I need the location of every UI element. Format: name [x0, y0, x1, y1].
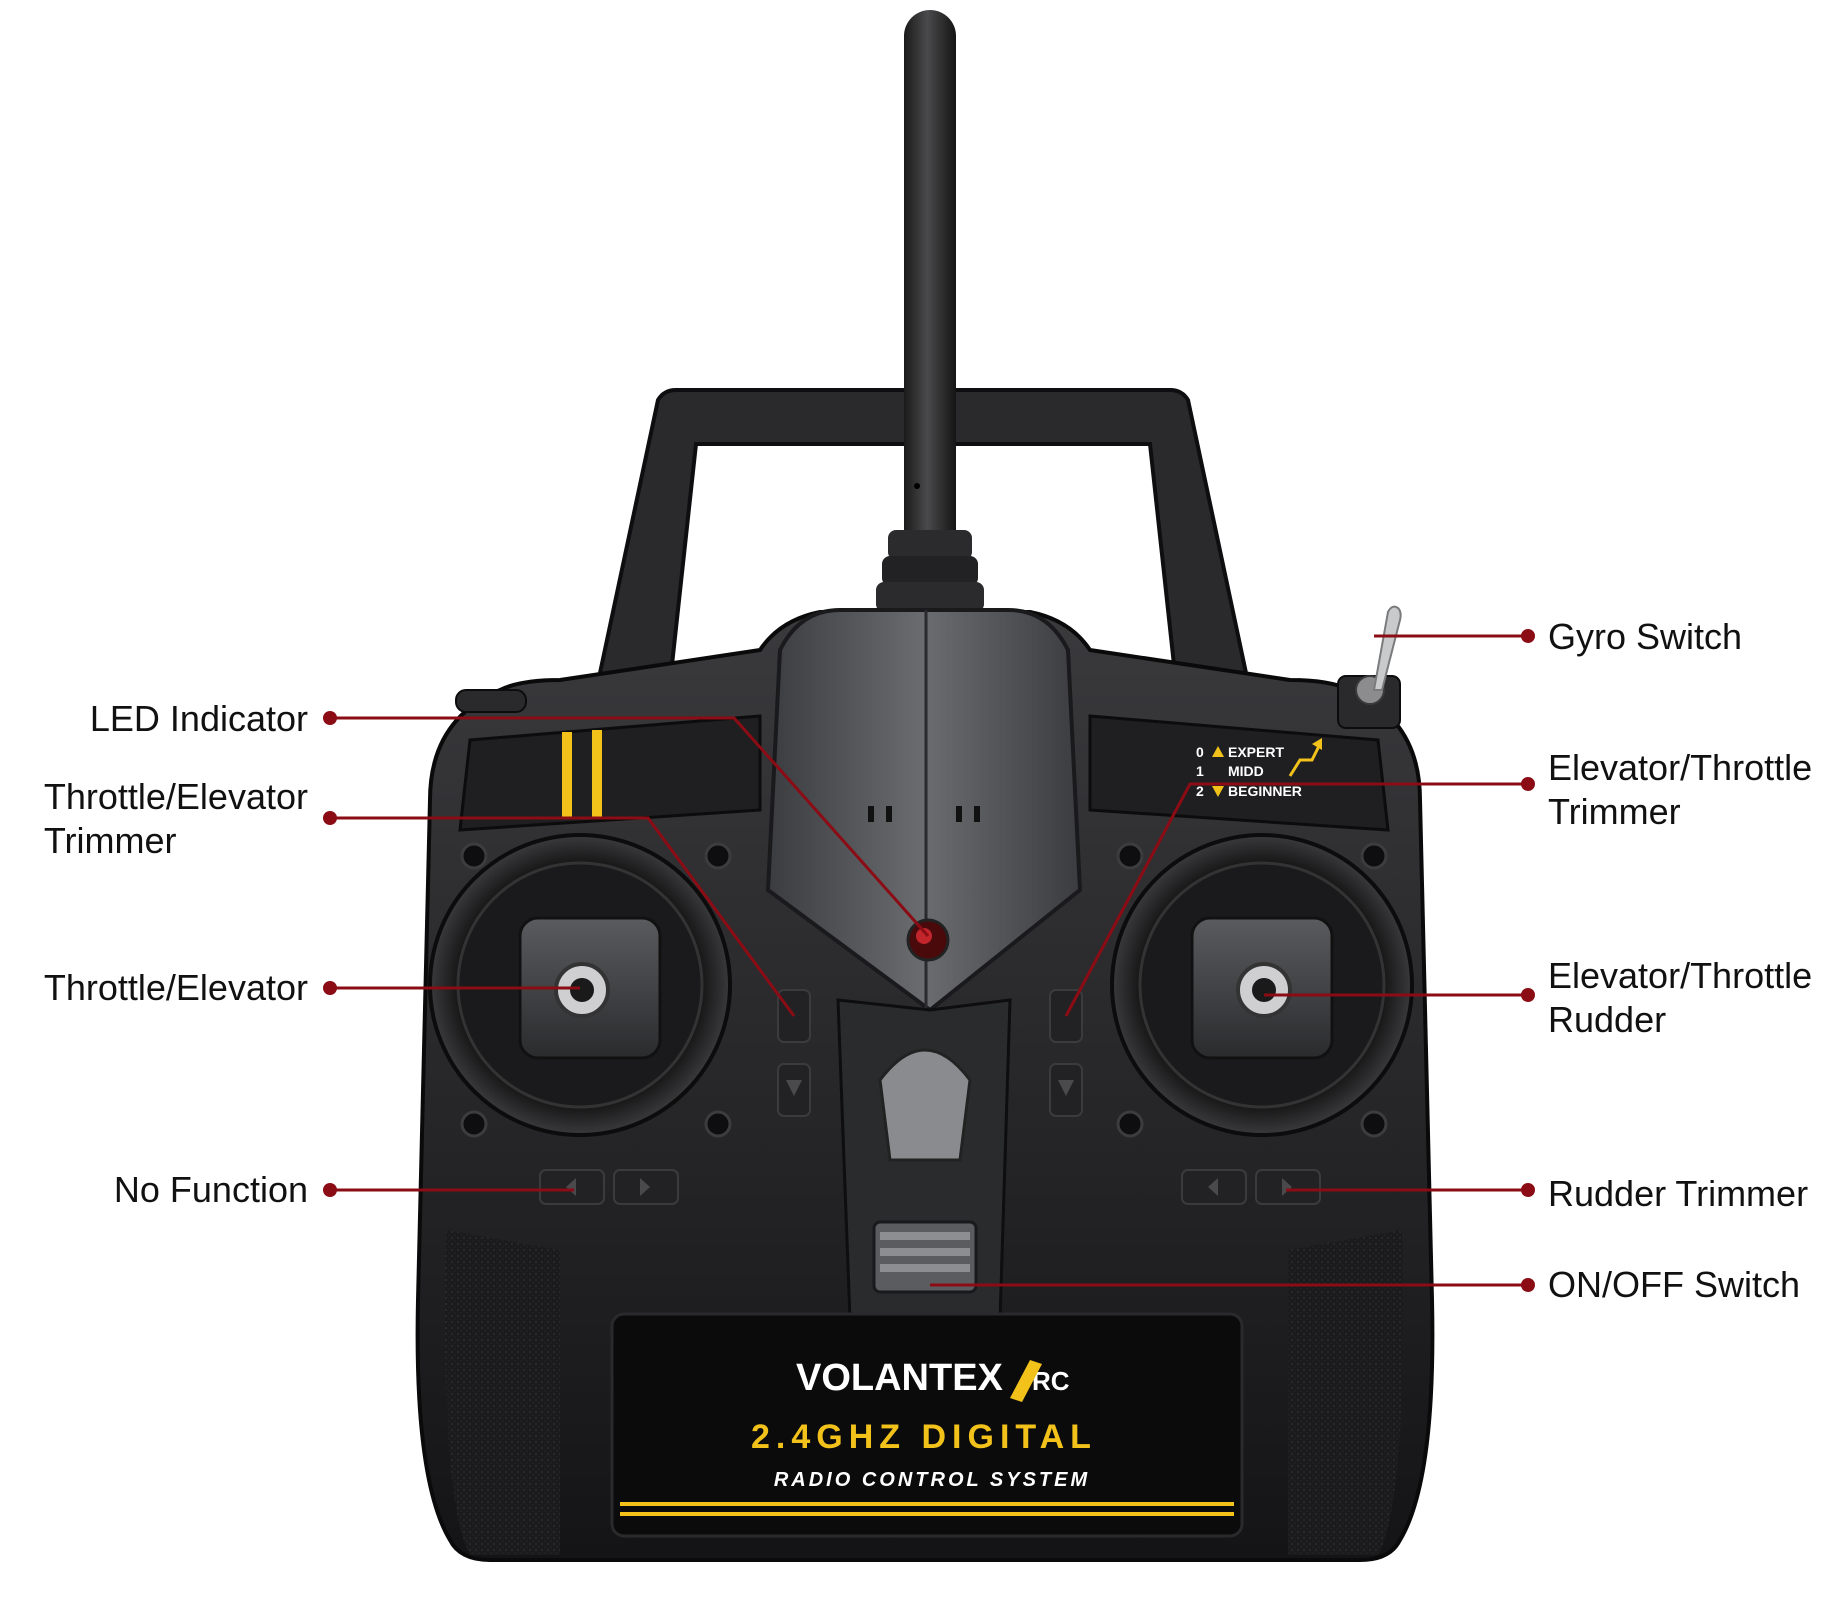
callout-rudder-trimmer: Rudder Trimmer: [1548, 1173, 1809, 1214]
right-stick-gimbal[interactable]: [1110, 833, 1414, 1137]
center-console: [765, 608, 1083, 1013]
svg-text:MIDD: MIDD: [1228, 763, 1264, 779]
gyro-toggle-switch[interactable]: [1337, 605, 1402, 729]
callout-no-function: No Function: [113, 1169, 308, 1210]
svg-text:2: 2: [1196, 783, 1204, 799]
callout-gyro-switch: Gyro Switch: [1548, 616, 1743, 657]
left-horizontal-trimmer[interactable]: [539, 1169, 679, 1205]
callout-elevator-throttle-trimmer: Elevator/Throttle Trimmer: [1548, 747, 1813, 832]
mode-switch-labels: 0 1 2 EXPERT MIDD BEGINNER: [1196, 738, 1322, 799]
frequency-text: 2.4GHZ DIGITAL: [751, 1418, 1097, 1456]
left-grip: [445, 1230, 560, 1555]
callout-throttle-elevator: Throttle/Elevator: [43, 967, 308, 1008]
system-text: RADIO CONTROL SYSTEM: [774, 1469, 1090, 1491]
left-stick-gimbal[interactable]: [428, 833, 732, 1137]
yellow-stripe: [592, 730, 602, 818]
brand-name: VOLANTEX: [796, 1357, 1004, 1399]
callout-on-off-switch: ON/OFF Switch: [1548, 1264, 1801, 1305]
antenna: [904, 10, 956, 570]
svg-text:BEGINNER: BEGINNER: [1228, 783, 1302, 799]
callout-led-indicator: LED Indicator: [89, 698, 308, 739]
on-off-switch[interactable]: [872, 1220, 978, 1294]
yellow-stripe: [562, 732, 572, 818]
callout-throttle-elevator-trimmer: Throttle/Elevator Trimmer: [43, 776, 308, 861]
branding-panel: VOLANTEX RC 2.4GHZ DIGITAL RADIO CONTROL…: [610, 1312, 1244, 1538]
svg-text:1: 1: [1196, 763, 1204, 779]
callout-dots: [323, 629, 1535, 1292]
right-horizontal-trimmer[interactable]: [1181, 1169, 1321, 1205]
svg-text:0: 0: [1196, 744, 1204, 760]
right-grip: [1288, 1230, 1403, 1555]
callout-lines: [330, 634, 1528, 1287]
svg-text:EXPERT: EXPERT: [1228, 744, 1284, 760]
callout-elevator-throttle-rudder: Elevator/Throttle Rudder: [1548, 955, 1813, 1040]
antenna-base: [876, 530, 984, 612]
